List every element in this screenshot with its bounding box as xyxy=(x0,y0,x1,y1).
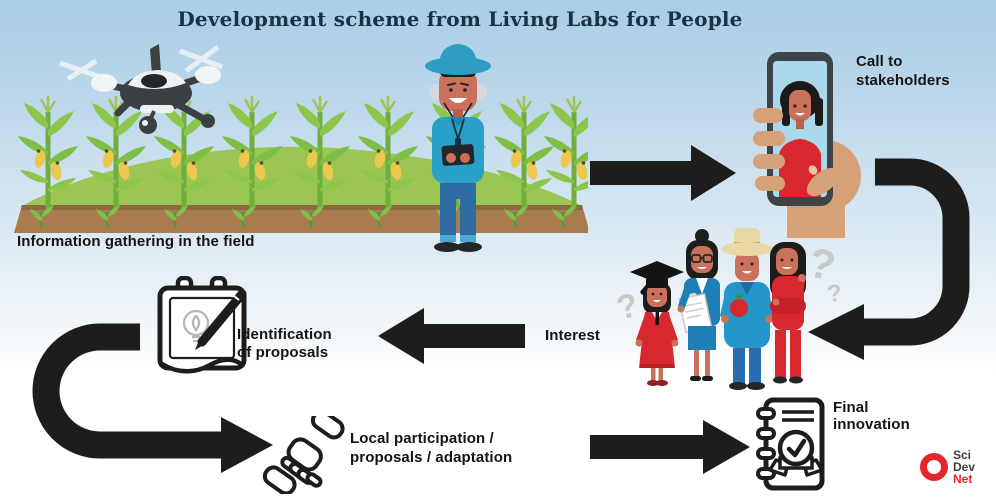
arrow-participation-to-final xyxy=(590,420,750,474)
identification-label-line1: Identification xyxy=(237,326,332,343)
lightbulb-sketch xyxy=(182,309,210,343)
tablet-icon xyxy=(441,144,475,166)
farmer-with-tomato xyxy=(720,228,774,390)
pen-icon xyxy=(195,289,247,350)
binder-clips xyxy=(756,407,776,480)
scidev-ring-icon xyxy=(920,453,948,481)
drone-icon xyxy=(59,44,223,134)
question-mark: ? xyxy=(613,286,642,328)
scidev-logo-text: Sci Dev Net xyxy=(953,449,975,485)
tomato-icon xyxy=(730,299,748,317)
handshake-icon xyxy=(262,416,345,494)
identification-step-label: Identification of proposals xyxy=(237,326,332,362)
proposal-notepad-icon xyxy=(157,276,247,374)
arrow-interest-to-identification xyxy=(378,308,525,364)
question-mark: ? xyxy=(826,280,843,308)
participation-label-line1: Local participation / xyxy=(350,430,494,447)
stakeholders-group-illustration: ? ? ? ? xyxy=(613,228,843,390)
field-step-label: Information gathering in the field xyxy=(17,233,255,250)
arrow-call-to-interest xyxy=(808,158,970,360)
woman-with-clipboard xyxy=(677,229,720,381)
arrow-field-to-call xyxy=(590,145,736,201)
participation-label-line2: proposals / adaptation xyxy=(350,449,513,466)
call-step-label-line2: stakeholders xyxy=(856,72,950,89)
call-step-label-line1: Call to xyxy=(856,53,903,70)
field-illustration xyxy=(14,44,588,252)
farmer-figure xyxy=(425,44,491,252)
woman-in-red xyxy=(770,242,806,384)
final-innovation-document-icon xyxy=(756,397,825,491)
scidev-logo-net: Net xyxy=(953,472,973,486)
page-title: Development scheme from Living Labs for … xyxy=(177,7,743,31)
identification-label-line2: of proposals xyxy=(237,344,329,361)
scidev-net-logo: Sci Dev Net xyxy=(920,449,975,485)
interest-step-label: Interest xyxy=(545,327,600,344)
hand-fingers xyxy=(753,108,840,197)
arrow-identification-to-participation xyxy=(32,323,273,473)
final-label-line1: Final xyxy=(833,399,869,416)
call-step-label: Call to stakeholders xyxy=(856,52,950,90)
field-soil xyxy=(14,205,588,233)
participation-step-label: Local participation / proposals / adapta… xyxy=(350,429,512,467)
final-label-line2: innovation xyxy=(833,416,910,433)
phone-call-illustration xyxy=(753,52,861,238)
final-step-label: Final innovation xyxy=(833,399,910,433)
graduate-girl xyxy=(630,261,684,386)
scidev-logo-sci: Sci xyxy=(953,448,972,462)
award-badge-icon xyxy=(768,429,824,477)
scidev-logo-dev: Dev xyxy=(953,460,976,474)
